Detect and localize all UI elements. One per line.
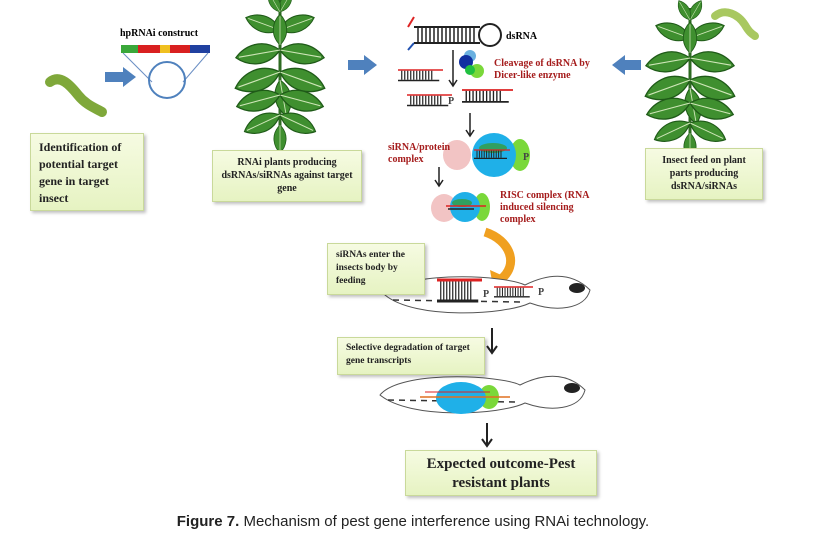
risc-label: RISC complex (RNA induced silencing comp… [500,190,589,225]
cleavage-label: Cleavage of dsRNA by Dicer-like enzyme [494,58,590,81]
plant-icon [642,0,739,161]
outcome-box: Expected outcome-Pest resistant plants [405,450,597,496]
degradation-complex-icon [420,382,510,414]
sirna-protein-label: siRNA/protein complex [388,142,451,165]
phosphate-label: P [538,287,545,298]
dsrna-hairpin-icon [407,16,502,51]
arrow-down-icon [434,167,444,188]
rnai-plants-box: RNAi plants producing dsRNAs/siRNAs agai… [212,150,362,202]
sirna-protein-complex-icon [443,133,530,177]
arrow-down-icon [448,50,458,88]
hprnai-construct-bar [121,45,210,53]
plant-icon [232,0,329,153]
sirna-duplex-icon [461,89,514,103]
sirna-duplex-icon [397,69,444,82]
arrow-down-icon [486,328,498,355]
arrow-down-icon [465,113,475,138]
dsrna-label: dsRNA [506,31,538,42]
arrow-right-icon [105,67,136,87]
phosphate-label: P [523,152,530,163]
figure-caption: Figure 7. Mechanism of pest gene interfe… [0,513,826,530]
sirna-duplex-icon [406,94,453,107]
caterpillar-icon [45,74,107,117]
selective-degradation-box: Selective degradation of target gene tra… [337,337,485,375]
caterpillar-icon [711,8,759,40]
dicer-enzyme-icon [459,50,484,78]
figure-number: Figure 7. [176,513,240,530]
plasmid-icon [148,61,186,99]
insect-feed-box: Insect feed on plant parts producing dsR… [645,148,763,200]
sirnas-enter-box: siRNAs enter the insects body by feeding [327,243,425,295]
phosphate-label: P [448,96,455,107]
arrow-down-icon [481,423,493,448]
arrow-left-icon [612,55,641,75]
risc-complex-icon [431,192,490,222]
construct-label: hpRNAi construct [120,28,199,39]
phosphate-label: P [483,289,490,300]
orange-curved-arrow-icon [483,227,516,284]
identification-box: Identification of potential target gene … [30,133,144,211]
arrow-right-icon [348,55,377,75]
caption-text: Mechanism of pest gene interference usin… [239,513,650,530]
